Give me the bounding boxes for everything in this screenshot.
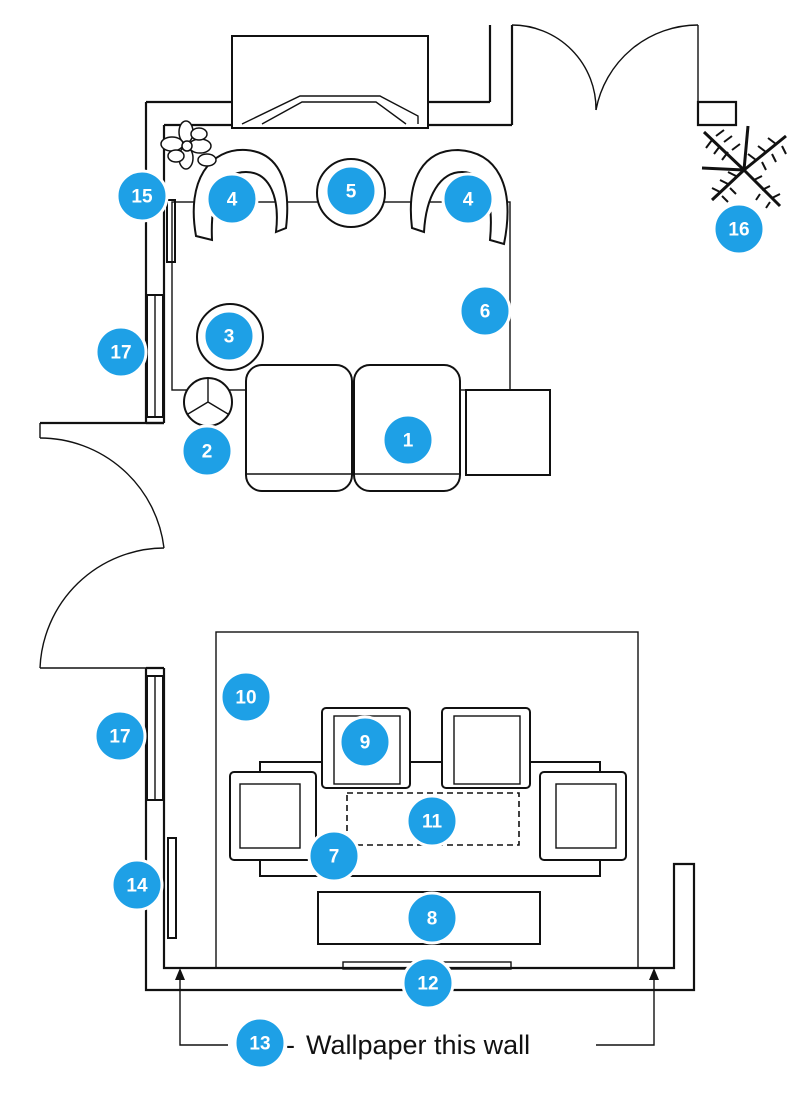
marker-label: 10 (235, 688, 256, 709)
marker-12: 12 (401, 956, 455, 1010)
marker-15: 15 (115, 169, 169, 223)
marker-circle (381, 413, 435, 467)
marker-circle (712, 202, 766, 256)
marker-circle (458, 284, 512, 338)
marker-circle (307, 829, 361, 883)
dining-chair-left (229, 771, 317, 861)
marker-4-right: 4 (441, 172, 495, 226)
marker-label: 9 (360, 733, 371, 754)
armchair-right (409, 148, 509, 246)
marker-circle (110, 858, 164, 912)
double-door-top (511, 24, 699, 111)
marker-label: 2 (202, 442, 213, 463)
marker-7: 7 (307, 829, 361, 883)
end-table (465, 389, 551, 476)
marker-4-left: 4 (205, 172, 259, 226)
marker-label: 13 (249, 1034, 270, 1055)
marker-label: 4 (227, 190, 238, 211)
marker-8: 8 (405, 891, 459, 945)
marker-1: 1 (381, 413, 435, 467)
marker-label: 8 (427, 909, 438, 930)
marker-label: 3 (224, 327, 235, 348)
marker-17-top: 17 (94, 325, 148, 379)
marker-11: 11 (405, 794, 459, 848)
double-door-left (39, 423, 165, 669)
marker-9: 9 (338, 715, 392, 769)
marker-label: 5 (346, 182, 357, 203)
marker-circle (401, 956, 455, 1010)
pouf (183, 377, 233, 427)
annotation-dash: - (286, 1030, 295, 1060)
marker-17-bottom: 17 (93, 709, 147, 763)
marker-14: 14 (110, 858, 164, 912)
marker-label: 16 (728, 220, 749, 241)
marker-label: 15 (131, 187, 153, 208)
palm-plant-icon (701, 125, 787, 209)
marker-circle (405, 891, 459, 945)
marker-circle (205, 172, 259, 226)
sofa (245, 364, 461, 492)
marker-13: 13 (233, 1016, 287, 1070)
window-left-bottom (146, 675, 177, 939)
marker-label: 17 (109, 727, 130, 748)
dining-chair-top-right (441, 707, 531, 789)
wallpaper-note: Wallpaper this wall (306, 1030, 530, 1060)
marker-circle (93, 709, 147, 763)
plant-icon (160, 120, 217, 170)
window-left-top (146, 199, 176, 418)
marker-16: 16 (712, 202, 766, 256)
fireplace (231, 35, 429, 129)
marker-5: 5 (324, 164, 378, 218)
marker-circle (94, 325, 148, 379)
marker-label: 7 (329, 847, 340, 868)
marker-label: 17 (110, 343, 131, 364)
marker-circle (338, 715, 392, 769)
marker-2: 2 (180, 424, 234, 478)
marker-circle (202, 309, 256, 363)
dining-chair-right (539, 771, 627, 861)
marker-label: 4 (463, 190, 474, 211)
marker-label: 14 (126, 876, 148, 897)
marker-3: 3 (202, 309, 256, 363)
marker-label: 1 (403, 431, 414, 452)
marker-circle (180, 424, 234, 478)
marker-circle (441, 172, 495, 226)
marker-label: 6 (480, 302, 491, 323)
marker-circle (324, 164, 378, 218)
marker-circle (405, 794, 459, 848)
marker-label: 12 (417, 974, 438, 995)
marker-label: 11 (422, 812, 443, 833)
marker-circle (219, 670, 273, 724)
marker-10: 10 (219, 670, 273, 724)
marker-6: 6 (458, 284, 512, 338)
arrow-up-icon (175, 968, 659, 1046)
marker-circle (115, 169, 169, 223)
marker-circle (233, 1016, 287, 1070)
